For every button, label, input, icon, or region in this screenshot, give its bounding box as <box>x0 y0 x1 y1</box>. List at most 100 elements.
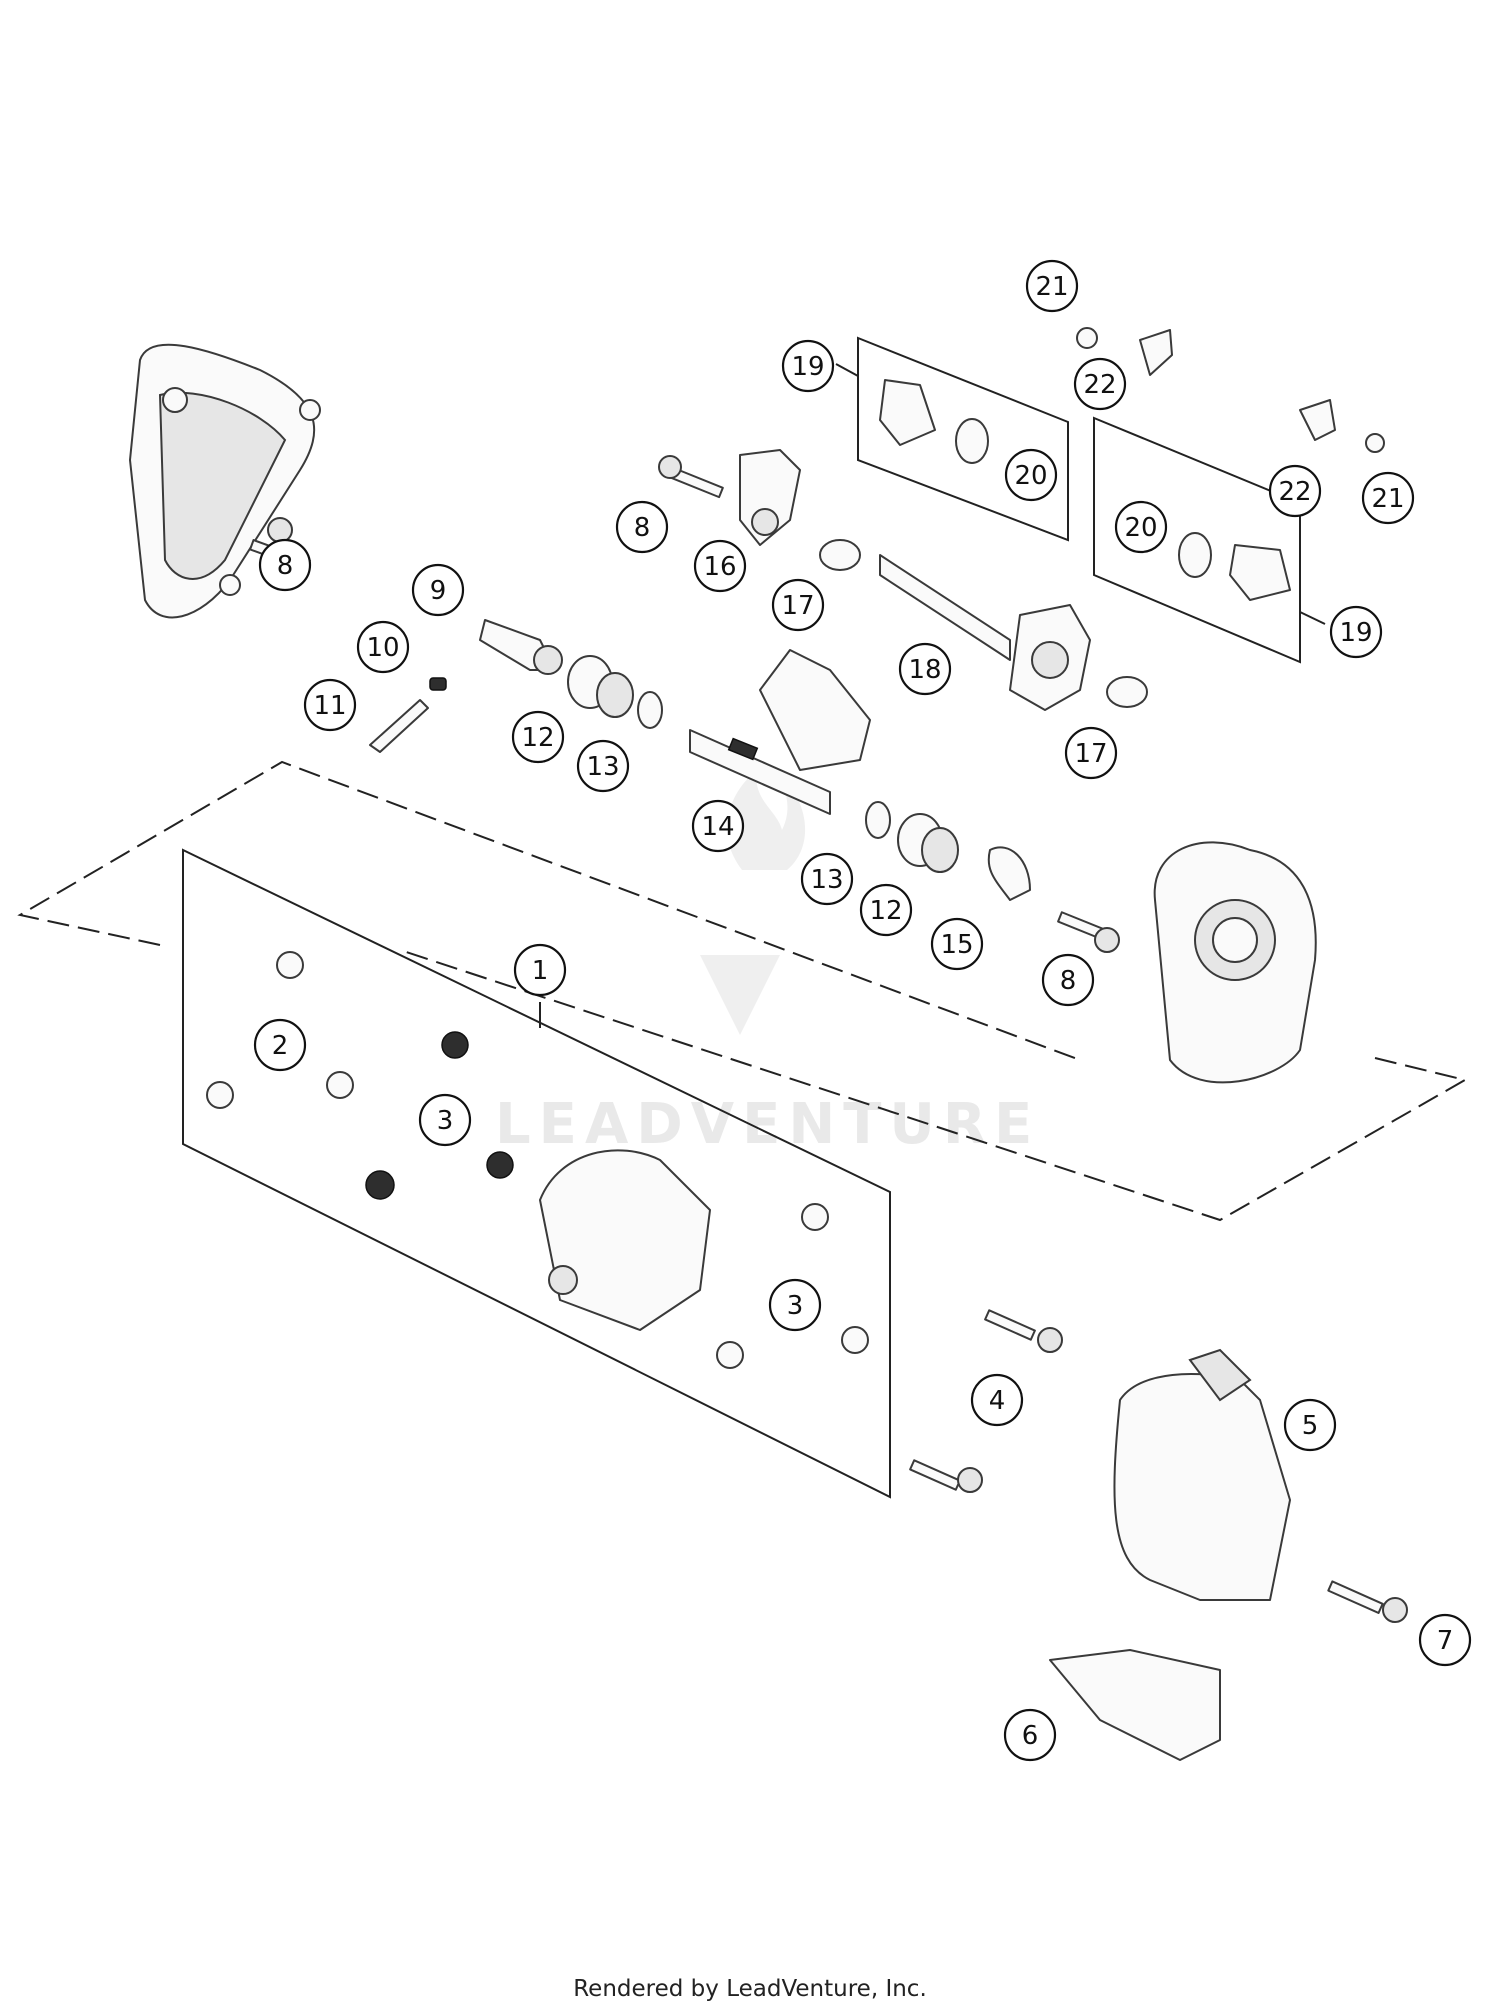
callout-labels: 1233456788891011121213131415161717181919… <box>253 259 1472 1762</box>
callout-3: 3 <box>768 1278 822 1332</box>
kit-19-frame-upper <box>857 336 1069 542</box>
callout-number: 21 <box>1371 484 1404 514</box>
callout-8: 8 <box>258 538 312 592</box>
guard-6 <box>1049 1649 1221 1761</box>
callout-number: 17 <box>1074 739 1107 769</box>
shift-drum-kit-upper <box>879 379 989 464</box>
callout-circle <box>930 917 984 971</box>
segment-15 <box>987 846 1031 901</box>
callout-21: 21 <box>1025 259 1079 313</box>
callout-18: 18 <box>898 642 952 696</box>
callout-7: 7 <box>1418 1613 1472 1667</box>
bolt-4-upper <box>984 1309 1063 1353</box>
callout-circle <box>576 739 630 793</box>
callout-10: 10 <box>356 620 410 674</box>
callout-number: 17 <box>781 591 814 621</box>
callout-number: 16 <box>703 552 736 582</box>
callout-circle <box>1025 259 1079 313</box>
callout-circle <box>898 642 952 696</box>
callout-number: 13 <box>810 865 843 895</box>
bolt-4-lower <box>909 1459 983 1493</box>
callout-19: 19 <box>781 339 835 393</box>
callout-8: 8 <box>1041 953 1095 1007</box>
ring-13-lower <box>865 801 891 839</box>
callout-22: 22 <box>1268 464 1322 518</box>
callout-circle <box>1114 500 1168 554</box>
callout-number: 10 <box>366 633 399 663</box>
callout-circle <box>693 539 747 593</box>
callout-17: 17 <box>771 578 825 632</box>
screw-21-upper <box>1076 327 1098 349</box>
bolt-7 <box>1327 1580 1408 1623</box>
callout-number: 12 <box>521 723 554 753</box>
callout-circle <box>691 799 745 853</box>
callout-circle <box>1073 357 1127 411</box>
callout-circle <box>253 1018 307 1072</box>
callout-circle <box>1329 605 1383 659</box>
callout-number: 13 <box>586 752 619 782</box>
leader-19b <box>1299 611 1326 625</box>
callout-number: 8 <box>277 551 294 581</box>
callout-number: 22 <box>1083 370 1116 400</box>
shift-shaft-14 <box>689 649 871 815</box>
callout-number: 20 <box>1124 513 1157 543</box>
callout-15: 15 <box>930 917 984 971</box>
callout-4: 4 <box>970 1373 1024 1427</box>
callout-circle <box>1418 1613 1472 1667</box>
callout-20: 20 <box>1004 448 1058 502</box>
callout-19: 19 <box>1329 605 1383 659</box>
callout-circle <box>1004 448 1058 502</box>
bushing-12-upper <box>567 655 634 718</box>
callout-circle <box>356 620 410 674</box>
callout-3: 3 <box>418 1093 472 1147</box>
callout-circle <box>859 883 913 937</box>
callout-number: 19 <box>791 352 824 382</box>
shift-drum-kit-lower <box>1178 532 1291 601</box>
callout-circle <box>1268 464 1322 518</box>
callout-circle <box>970 1373 1024 1427</box>
bushing-17-lower <box>1106 676 1148 708</box>
kit-19-frame-lower <box>1093 416 1301 664</box>
shift-lever-assembly <box>369 619 563 753</box>
callout-13: 13 <box>800 852 854 906</box>
shift-lever-16 <box>739 449 801 546</box>
bolt-8-top <box>658 455 724 499</box>
callout-number: 14 <box>701 812 734 842</box>
cover-5 <box>1113 1348 1291 1601</box>
callout-circle <box>800 852 854 906</box>
plate-22-lower <box>1299 399 1336 441</box>
kit-1-frame <box>182 848 891 1499</box>
callout-number: 12 <box>869 896 902 926</box>
callout-number: 8 <box>634 513 651 543</box>
callout-number: 21 <box>1035 272 1068 302</box>
plate-22-upper <box>1139 329 1173 376</box>
callout-circle <box>768 1278 822 1332</box>
callout-13: 13 <box>576 739 630 793</box>
callout-17: 17 <box>1064 726 1118 780</box>
callout-number: 1 <box>532 956 549 986</box>
kit-1-parts <box>206 951 869 1369</box>
watermark-text: LEADVENTURE <box>495 1092 1040 1157</box>
clutch-cover-gasket <box>129 343 321 619</box>
callout-14: 14 <box>691 799 745 853</box>
bushing-12-lower <box>897 813 959 873</box>
callout-number: 20 <box>1014 461 1047 491</box>
callout-number: 8 <box>1060 966 1077 996</box>
leader-19a <box>835 363 859 377</box>
right-housing <box>1153 841 1317 1084</box>
callout-circle <box>1361 471 1415 525</box>
callout-1: 1 <box>513 943 567 997</box>
callout-5: 5 <box>1283 1398 1337 1452</box>
watermark: LEADVENTURE <box>495 770 1040 1157</box>
callout-circle <box>615 500 669 554</box>
callout-number: 4 <box>989 1386 1006 1416</box>
callout-number: 2 <box>272 1031 289 1061</box>
callout-22: 22 <box>1073 357 1127 411</box>
callout-20: 20 <box>1114 500 1168 554</box>
callout-circle <box>1041 953 1095 1007</box>
callout-2: 2 <box>253 1018 307 1072</box>
callout-number: 19 <box>1339 618 1372 648</box>
callout-12: 12 <box>859 883 913 937</box>
callout-circle <box>258 538 312 592</box>
callout-circle <box>781 339 835 393</box>
